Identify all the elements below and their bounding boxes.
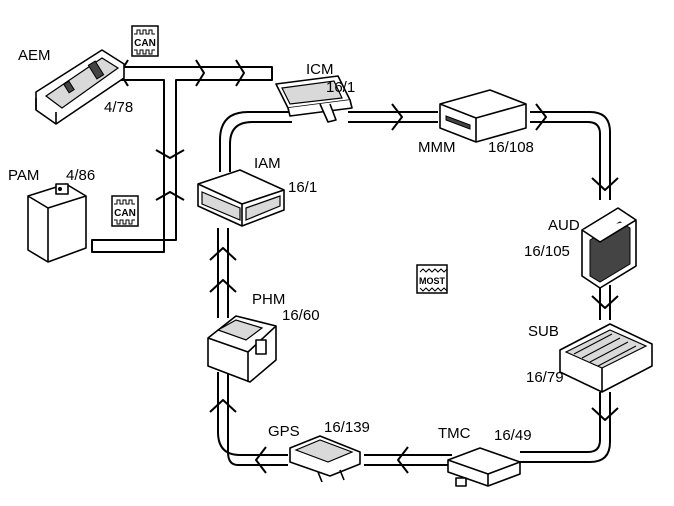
mmm-code: 16/108 bbox=[488, 139, 534, 156]
mmm-name: MMM bbox=[418, 139, 456, 156]
aud-code: 16/105 bbox=[524, 243, 570, 260]
can-icon-bottom: CAN bbox=[111, 195, 139, 227]
iam-module bbox=[197, 169, 285, 227]
phm-code: 16/60 bbox=[282, 307, 320, 324]
phm-module bbox=[207, 315, 277, 383]
icm-name: ICM bbox=[306, 61, 334, 78]
sub-module bbox=[559, 323, 653, 393]
sub-code: 16/79 bbox=[526, 369, 564, 386]
gps-name: GPS bbox=[268, 423, 300, 440]
svg-text:CAN: CAN bbox=[134, 38, 156, 49]
most-icon: MOST bbox=[416, 264, 448, 294]
phm-name: PHM bbox=[252, 291, 285, 308]
iam-name: IAM bbox=[254, 155, 281, 172]
tmc-name: TMC bbox=[438, 425, 471, 442]
can-icon-top: CAN bbox=[131, 25, 159, 57]
icm-module bbox=[275, 75, 353, 123]
aem-code: 4/78 bbox=[104, 99, 133, 116]
svg-text:MOST: MOST bbox=[419, 276, 446, 286]
most-ring bbox=[209, 103, 619, 474]
iam-code: 16/1 bbox=[288, 179, 317, 196]
aud-module bbox=[581, 207, 637, 289]
tmc-module bbox=[447, 447, 521, 487]
gps-module bbox=[289, 435, 361, 483]
aem-name: AEM bbox=[18, 47, 51, 64]
sub-name: SUB bbox=[528, 323, 559, 340]
aud-name: AUD bbox=[548, 217, 580, 234]
pam-name: PAM bbox=[8, 167, 39, 184]
aem-module bbox=[35, 49, 125, 125]
gps-code: 16/139 bbox=[324, 419, 370, 436]
tmc-code: 16/49 bbox=[494, 427, 532, 444]
pam-module bbox=[27, 183, 87, 263]
svg-text:CAN: CAN bbox=[114, 208, 136, 219]
pam-code: 4/86 bbox=[66, 167, 95, 184]
mmm-module bbox=[439, 89, 527, 143]
icm-code: 16/1 bbox=[326, 79, 355, 96]
